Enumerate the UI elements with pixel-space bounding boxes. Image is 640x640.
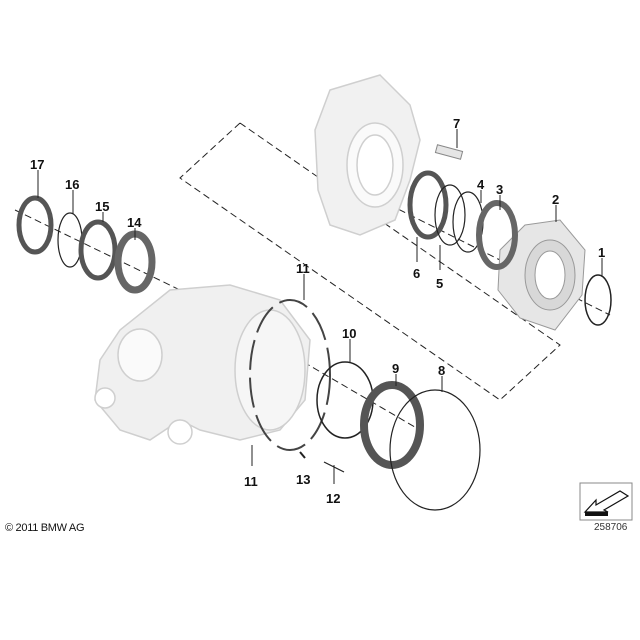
bearing-14 xyxy=(114,230,156,294)
label-11-top[interactable]: 11 xyxy=(296,261,310,276)
ring-5 xyxy=(434,184,466,246)
label-13[interactable]: 13 xyxy=(296,472,310,487)
circlip-1 xyxy=(584,274,612,326)
label-11-bottom[interactable]: 11 xyxy=(244,474,258,489)
label-9[interactable]: 9 xyxy=(392,361,399,376)
shim-11 xyxy=(249,299,331,451)
seal-ring-17 xyxy=(16,195,54,255)
label-16[interactable]: 16 xyxy=(65,177,79,192)
arrow-down-left-icon[interactable] xyxy=(579,482,633,521)
bolt xyxy=(434,144,464,160)
ring-6 xyxy=(407,170,449,240)
seal-rings xyxy=(16,170,612,511)
label-15[interactable]: 15 xyxy=(95,199,109,214)
label-1[interactable]: 1 xyxy=(598,245,605,260)
leader-lines xyxy=(37,129,603,484)
differential-housing xyxy=(94,284,311,445)
ring-3 xyxy=(476,200,518,270)
o-ring-8 xyxy=(389,389,481,511)
label-17[interactable]: 17 xyxy=(30,157,44,172)
label-8[interactable]: 8 xyxy=(438,363,445,378)
label-3[interactable]: 3 xyxy=(496,182,503,197)
label-10[interactable]: 10 xyxy=(342,326,356,341)
bearing-9 xyxy=(360,381,424,469)
circlip-16 xyxy=(57,212,83,268)
label-2[interactable]: 2 xyxy=(552,192,559,207)
label-6[interactable]: 6 xyxy=(413,266,420,281)
diagram-reference-number: 258706 xyxy=(594,522,628,533)
label-12[interactable]: 12 xyxy=(326,491,340,506)
part-number-labels: 17 16 15 14 7 4 3 2 1 6 5 11 10 9 8 11 1… xyxy=(30,116,605,506)
label-5[interactable]: 5 xyxy=(436,276,443,291)
housing-cover xyxy=(314,74,421,236)
seal-ring-15 xyxy=(78,219,118,281)
copyright-text: © 2011 BMW AG xyxy=(5,522,85,534)
pin-13 xyxy=(299,451,306,459)
label-4[interactable]: 4 xyxy=(477,177,485,192)
label-14[interactable]: 14 xyxy=(127,215,142,230)
label-7[interactable]: 7 xyxy=(453,116,460,131)
output-flange xyxy=(497,219,586,331)
